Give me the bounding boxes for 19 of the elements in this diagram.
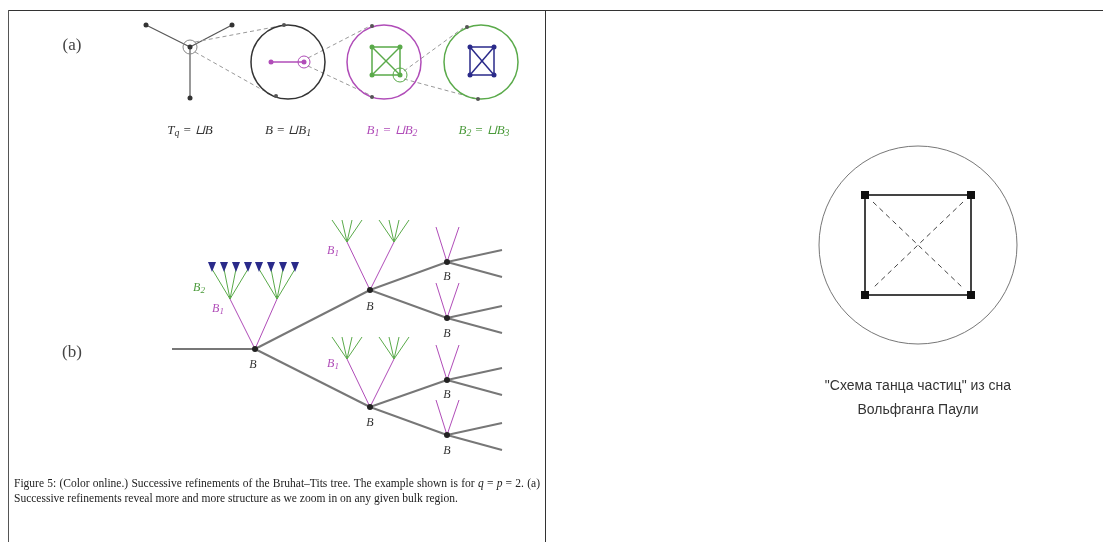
tree-label: B$_{1}$ xyxy=(327,355,339,372)
tree-label: B xyxy=(443,325,451,342)
tree-label: B xyxy=(443,442,451,459)
panel-label: (a) xyxy=(62,34,82,57)
tree-label: B xyxy=(249,356,257,373)
tree-label: B xyxy=(443,386,451,403)
tree-label: B xyxy=(443,268,451,285)
tree-label: B$_{1}$ xyxy=(327,242,339,259)
tree-label: B$_{1}$ xyxy=(212,300,224,317)
formula: B$_{1}$ = ⊔B$_{2}$ xyxy=(366,121,418,140)
figure-caption: Figure 5: (Color online.) Successive refinements of the Bruhat–Tits tree. The example shown is for q = p = 2. (a) Successive refinements reveal more and more structure as we zoom in on any given bulk region. xyxy=(14,476,540,506)
figure-caption: "Схема танца частиц" из сна Вольфганга Паули xyxy=(823,376,1013,419)
tree-label: B xyxy=(366,298,374,315)
tree-label: B xyxy=(366,414,374,431)
formula: T$_{q}$ = ⊔B xyxy=(167,121,213,140)
formula: B$_{2}$ = ⊔B$_{3}$ xyxy=(458,121,510,140)
tree-label: B$_{2}$ xyxy=(193,279,205,296)
panel-label: (b) xyxy=(62,341,82,364)
formula: B = ⊔B$_{1}$ xyxy=(265,121,311,140)
